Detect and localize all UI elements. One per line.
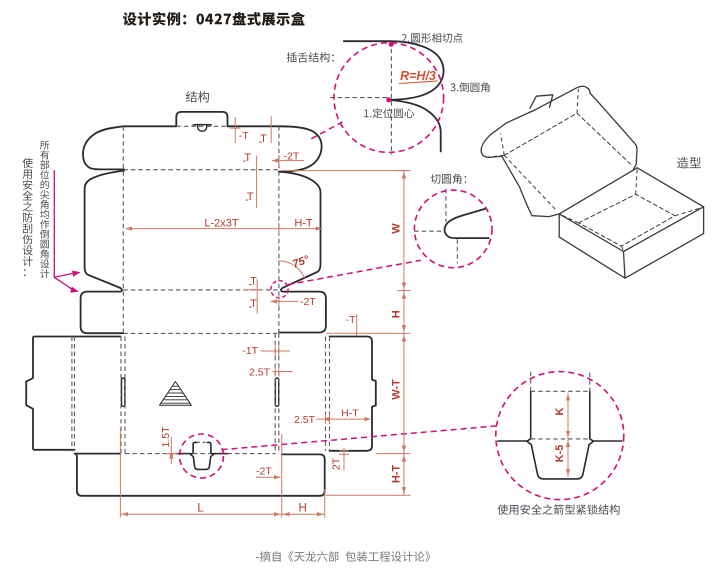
- svg-text:R=H/3: R=H/3: [400, 69, 436, 83]
- svg-text:K: K: [554, 407, 566, 415]
- svg-text:L-2x3T: L-2x3T: [204, 217, 239, 229]
- svg-text:-1T: -1T: [242, 345, 258, 357]
- svg-text:-T: -T: [346, 314, 356, 326]
- svg-text:K-5: K-5: [554, 445, 566, 463]
- svg-text:2.5T: 2.5T: [249, 367, 271, 379]
- svg-text:2T: 2T: [331, 457, 343, 470]
- svg-text:H-T: H-T: [294, 217, 313, 229]
- svg-text:-2T: -2T: [300, 296, 316, 308]
- svg-text:-: -: [258, 136, 262, 148]
- svg-text:H: H: [298, 503, 306, 515]
- svg-text:75°: 75°: [291, 253, 311, 270]
- svg-text:-2T: -2T: [284, 151, 300, 163]
- svg-text:1.5T: 1.5T: [160, 426, 172, 448]
- svg-text:H: H: [391, 310, 403, 318]
- svg-text:W-T: W-T: [391, 379, 403, 400]
- svg-text:-: -: [248, 301, 252, 313]
- svg-text:T: T: [260, 133, 267, 145]
- svg-text:T: T: [247, 191, 254, 203]
- svg-text:-: -: [245, 194, 249, 206]
- svg-text:T: T: [250, 276, 257, 288]
- svg-text:L: L: [197, 503, 204, 515]
- svg-text:-2T: -2T: [256, 466, 272, 478]
- svg-text:W: W: [391, 223, 403, 234]
- svg-text:-: -: [243, 155, 247, 167]
- svg-text:2.5T: 2.5T: [294, 414, 316, 426]
- svg-text:-: -: [248, 279, 252, 291]
- svg-text:H-T: H-T: [391, 465, 403, 484]
- svg-text:H-T: H-T: [341, 408, 359, 420]
- svg-text:T: T: [244, 152, 251, 164]
- svg-text:T: T: [250, 298, 257, 310]
- svg-text:-T: -T: [239, 130, 249, 142]
